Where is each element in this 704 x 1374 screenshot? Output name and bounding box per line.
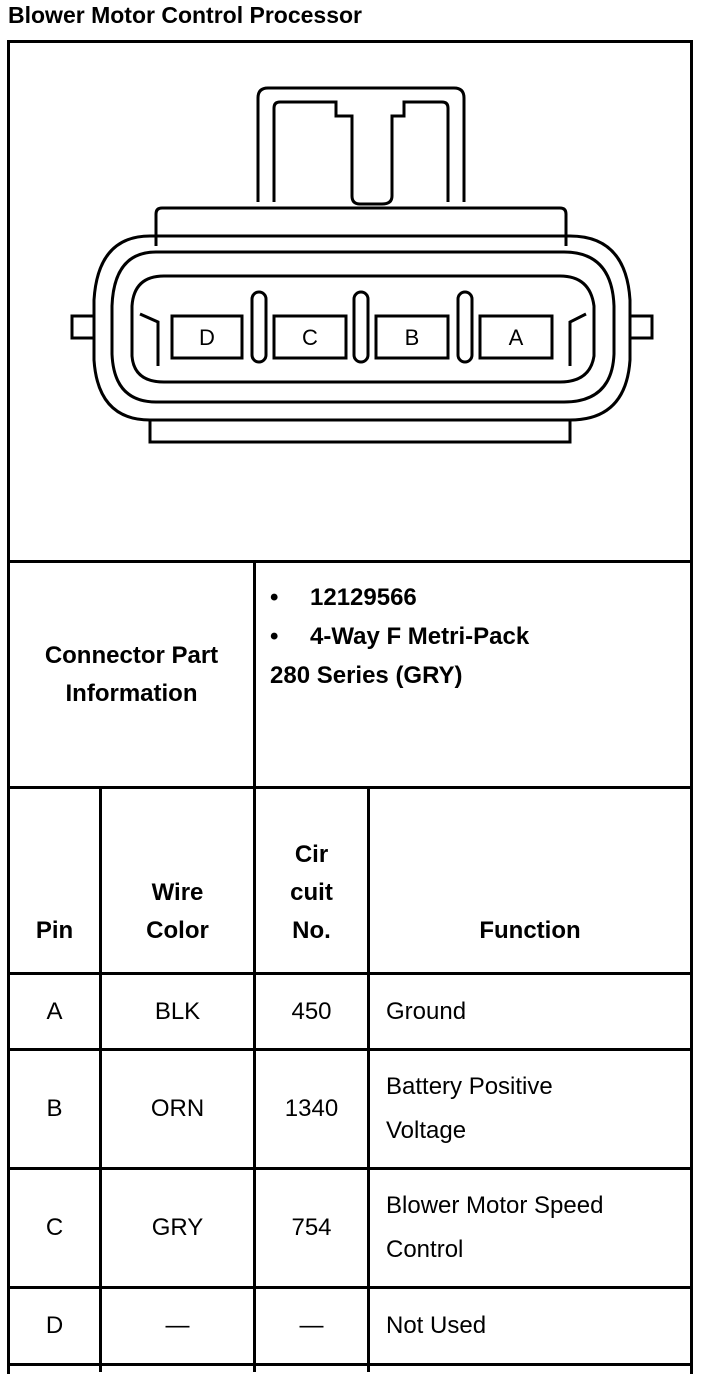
- pin-label-b: B: [405, 325, 420, 350]
- divider: [7, 1048, 693, 1051]
- table-row-a-color: BLK: [154, 997, 201, 1025]
- table-row-b-color: ORN: [150, 1095, 205, 1122]
- divider: [7, 1363, 693, 1366]
- divider: [99, 786, 102, 1372]
- table-row-d-color: —: [165, 1312, 190, 1339]
- header-pin: Pin: [35, 917, 74, 944]
- table-row-b-function: Battery Positive Voltage: [386, 1073, 553, 1144]
- pin-label-d: D: [199, 325, 215, 350]
- divider: [7, 1286, 693, 1289]
- table-row-b-circuit: 1340: [284, 1095, 339, 1122]
- part-info-item: •12129566: [270, 584, 417, 611]
- pin-label-a: A: [509, 325, 524, 350]
- table-row-d-circuit: —: [299, 1312, 324, 1339]
- header-circuit: Cir cuit No.: [290, 841, 333, 944]
- table-row-c-pin: C: [45, 1214, 64, 1241]
- connector-series: 280 Series (GRY): [270, 662, 463, 689]
- connector-diagram: D C B A: [70, 86, 654, 444]
- table-row-d-pin: D: [45, 1312, 64, 1339]
- table-row-c-circuit: 754: [291, 1214, 332, 1241]
- divider: [7, 786, 693, 789]
- page-title: Blower Motor Control Processor: [8, 2, 362, 28]
- part-info-list: •12129566 •4-Way F Metri-Pack 280 Series…: [270, 578, 529, 695]
- table-row-a-circuit: 450: [291, 997, 332, 1025]
- divider: [7, 1167, 693, 1170]
- divider: [7, 972, 693, 975]
- table-row-b-pin: B: [46, 1095, 63, 1122]
- part-info-item: •4-Way F Metri-Pack: [270, 623, 530, 650]
- pin-label-c: C: [302, 325, 318, 350]
- divider: [253, 560, 256, 1372]
- table-row-d-function: Not Used: [386, 1312, 487, 1339]
- header-wire-color: Wire Color: [146, 879, 209, 944]
- part-info-label: Connector Part Information: [10, 563, 253, 786]
- connector-table: [7, 40, 693, 1374]
- divider: [7, 560, 693, 563]
- table-row-c-color: GRY: [151, 1214, 204, 1241]
- divider: [367, 786, 370, 1372]
- table-row-c-function: Blower Motor Speed Control: [386, 1192, 604, 1263]
- table-row-a-function: Ground: [386, 997, 467, 1025]
- part-number: 12129566: [310, 584, 417, 611]
- part-info-label-text: Connector Part Information: [44, 641, 219, 707]
- table-row-a-pin: A: [46, 997, 63, 1025]
- header-function: Function: [479, 917, 581, 944]
- connector-type: 4-Way F Metri-Pack: [310, 623, 530, 650]
